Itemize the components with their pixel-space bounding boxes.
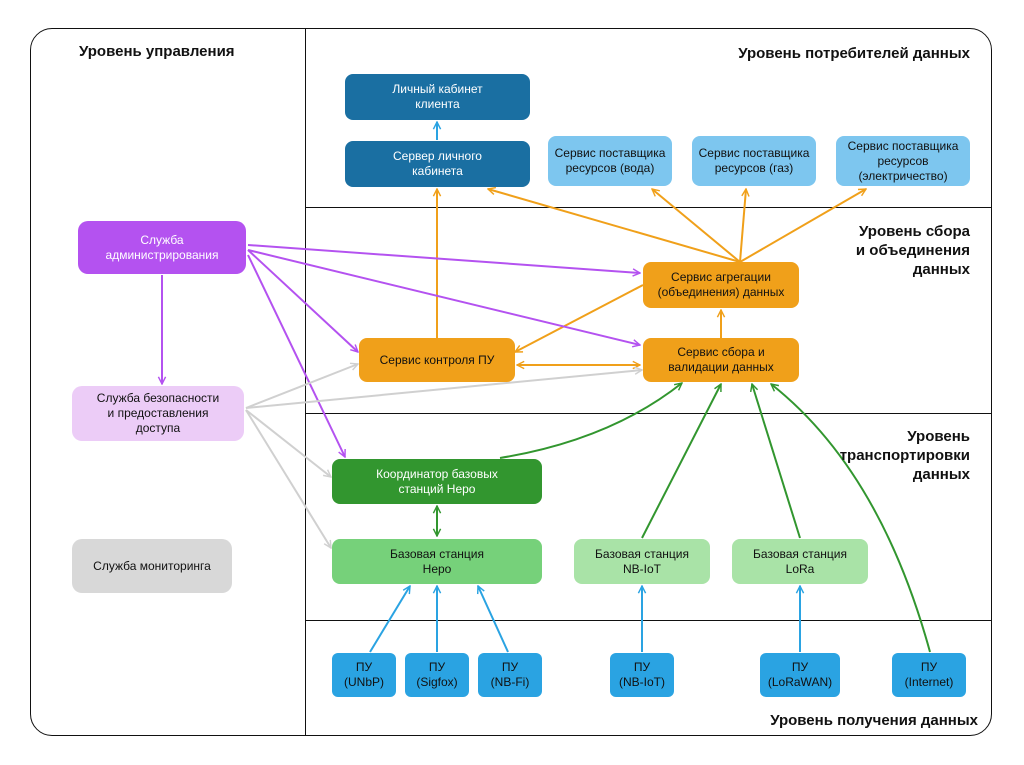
pu-nbfi-node: ПУ (NB-Fi) [478, 653, 542, 697]
pu-unbp-node: ПУ (UNbP) [332, 653, 396, 697]
pu-internet-node: ПУ (Internet) [892, 653, 966, 697]
transport-divider [305, 620, 992, 621]
level-title-consumers: Уровень потребителей данных [738, 45, 970, 62]
consumers-divider [305, 207, 992, 208]
pu-lorawan-node: ПУ (LoRaWAN) [760, 653, 840, 697]
control-service-node: Сервис контроля ПУ [359, 338, 515, 382]
bs-lora-node: Базовая станция LoRa [732, 539, 868, 584]
supplier-water-node: Сервис поставщика ресурсов (вода) [548, 136, 672, 186]
supplier-electricity-node: Сервис поставщика ресурсов (электричеств… [836, 136, 970, 186]
pu-sigfox-node: ПУ (Sigfox) [405, 653, 469, 697]
aggregation-service-node: Сервис агрегации (объединения) данных [643, 262, 799, 308]
supplier-gas-node: Сервис поставщика ресурсов (газ) [692, 136, 816, 186]
hero-coordinator-node: Координатор базовых станций Неро [332, 459, 542, 504]
level-title-acquisition: Уровень получения данных [770, 712, 978, 729]
pu-nbiot-node: ПУ (NB-IoT) [610, 653, 674, 697]
bs-hero-node: Базовая станция Неро [332, 539, 542, 584]
monitoring-service-node: Служба мониторинга [72, 539, 232, 593]
cabinet-server-node: Сервер личного кабинета [345, 141, 530, 187]
security-service-node: Служба безопасности и предоставления дос… [72, 386, 244, 441]
admin-service-node: Служба администрирования [78, 221, 246, 274]
diagram-frame [30, 28, 992, 736]
collection-service-node: Сервис сбора и валидации данных [643, 338, 799, 382]
client-cabinet-node: Личный кабинет клиента [345, 74, 530, 120]
management-divider [305, 28, 306, 736]
level-title-collection: Уровень сбора и объединения данных [855, 223, 970, 278]
bs-nbiot-node: Базовая станция NB-IoT [574, 539, 710, 584]
level-title-transport: Уровень транспортировки данных [839, 428, 970, 483]
collection-divider [305, 413, 992, 414]
level-title-management: Уровень управления [79, 43, 235, 60]
